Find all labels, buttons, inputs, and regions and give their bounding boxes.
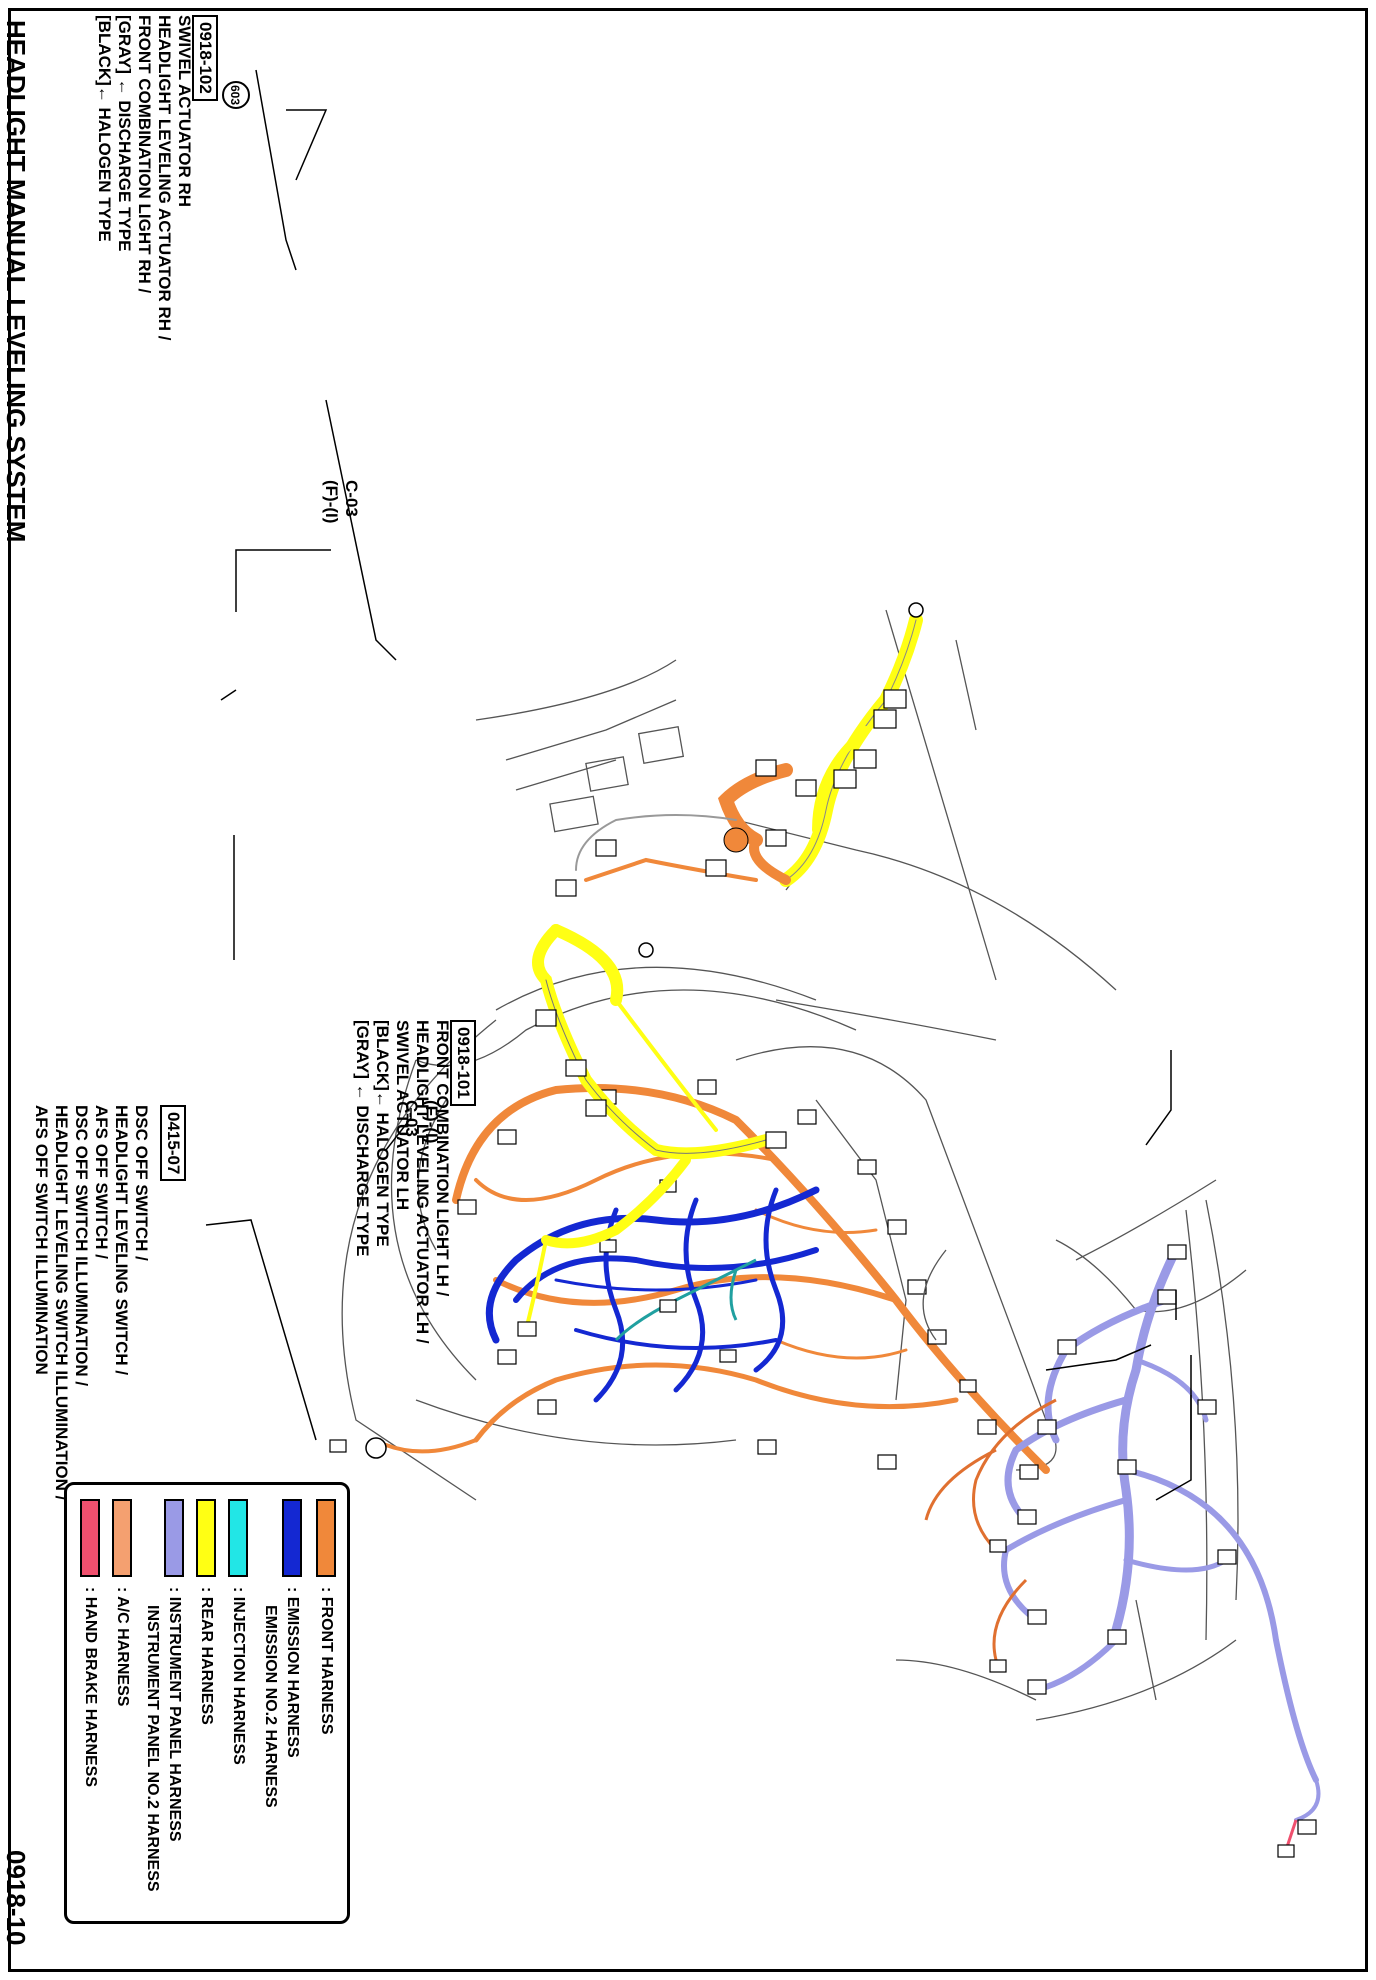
legend-swatch-front — [316, 1499, 336, 1577]
instrument-panel-harness-wires — [1001, 1245, 1321, 1822]
legend-label-front: : FRONT HARNESS — [318, 1587, 335, 1735]
page-code: 0918-10 — [1, 1850, 31, 1946]
callout-switch-code: 0415-07 — [160, 1105, 186, 1182]
callout-lh-line1: FRONT COMBINATION LIGHT LH / — [433, 1020, 452, 1297]
cowl-connectors — [555, 689, 907, 897]
instrument-panel-connectors — [989, 1244, 1317, 1858]
connector-lower-pins: (F)-(I) — [322, 480, 341, 524]
emission-harness-wires — [485, 1186, 820, 1403]
callout-switch-line6: AFS OFF SWITCH ILLUMINATION — [32, 1105, 51, 1375]
legend-swatch-emission — [282, 1499, 302, 1577]
callout-rh-line1: SWIVEL ACTUATOR RH — [175, 15, 194, 208]
connector-upper-pins: (F)-(I) — [422, 1100, 441, 1144]
callout-rh-code: 0918-102 — [192, 15, 218, 101]
callout-switch-line4: DSC OFF SWITCH ILLUMINATION / — [72, 1105, 91, 1387]
legend-label-rear: : REAR HARNESS — [198, 1587, 215, 1725]
callout-lh-line4: [BLACK]← HALOGEN TYPE — [373, 1020, 392, 1247]
callout-lh-line5: [GRAY] ← DISCHARGE TYPE — [353, 1020, 372, 1257]
legend-label-injection: : INJECTION HARNESS — [230, 1587, 247, 1765]
callout-rh-line4: [GRAY] ← DISCHARGE TYPE — [115, 15, 134, 252]
legend-swatch-instrument — [164, 1499, 184, 1577]
page-title: HEADLIGHT MANUAL LEVELING SYSTEM — [1, 20, 31, 543]
legend-row-hand-brake: : HAND BRAKE HARNESS — [79, 1499, 101, 1787]
legend-row-front: : FRONT HARNESS — [315, 1499, 337, 1735]
legend-label-instrument: : INSTRUMENT PANEL HARNESS — [166, 1587, 183, 1842]
callout-rh-line2: HEADLIGHT LEVELING ACTUATOR RH / — [155, 15, 174, 341]
legend-row-emission: : EMISSION HARNESS — [281, 1499, 303, 1758]
callout-rh-line5: [BLACK]← HALOGEN TYPE — [95, 15, 114, 242]
legend-label-ac: : A/C HARNESS — [114, 1587, 131, 1707]
callout-lh-code: 0918-101 — [450, 1020, 476, 1106]
legend-row-instrument: : INSTRUMENT PANEL HARNESS — [163, 1499, 185, 1842]
harness-legend: : FRONT HARNESS : EMISSION HARNESS EMISS… — [64, 1482, 350, 1924]
page-border — [8, 8, 1368, 1972]
ground-603-label: 603 — [228, 85, 242, 106]
engine-connectors — [329, 1079, 1039, 1480]
ground-point-lower — [638, 942, 654, 958]
legend-swatch-ac — [112, 1499, 132, 1577]
legend-label-hand-brake: : HAND BRAKE HARNESS — [82, 1587, 99, 1788]
callout-lh-line2: HEADLIGHT LEVELING ACTUATOR LH / — [413, 1020, 432, 1344]
legend-row-ac: : A/C HARNESS — [111, 1499, 133, 1706]
callout-switch-line3: AFS OFF SWITCH / — [92, 1105, 111, 1259]
callout-switch-line1: DSC OFF SWITCH / — [132, 1105, 151, 1261]
cowl-area-outline — [475, 609, 1117, 1041]
legend-row-rear: : REAR HARNESS — [195, 1499, 217, 1725]
ground-603-circle — [222, 81, 250, 109]
callout-switch-line5: HEADLIGHT LEVELING SWITCH ILLUMINATION / — [52, 1105, 71, 1501]
legend-swatch-rear — [196, 1499, 216, 1577]
connector-upper-id: C-03 — [402, 1100, 421, 1137]
ac-harness-wires — [924, 1398, 1057, 1661]
legend-swatch-hand-brake — [80, 1499, 100, 1577]
ground-point-upper — [908, 602, 924, 618]
leader-lines — [205, 69, 1192, 1501]
legend-label-emission-no2: EMISSION NO.2 HARNESS — [262, 1605, 279, 1808]
legend-row-injection: : INJECTION HARNESS — [227, 1499, 249, 1765]
rear-harness-wires — [524, 924, 772, 1332]
legend-label-instrument-no2: INSTRUMENT PANEL NO.2 HARNESS — [144, 1605, 161, 1892]
callout-switch-line2: HEADLIGHT LEVELING SWITCH / — [112, 1105, 131, 1376]
legend-label-emission: : EMISSION HARNESS — [284, 1587, 301, 1758]
front-harness-wires — [365, 1084, 1050, 1474]
callout-rh-line3: FRONT COMBINATION LIGHT RH / — [135, 15, 154, 294]
instrument-panel-outline — [895, 1179, 1247, 1721]
rear-connectors — [517, 1009, 787, 1337]
connector-lower-id: C-03 — [342, 480, 361, 517]
legend-swatch-injection — [228, 1499, 248, 1577]
